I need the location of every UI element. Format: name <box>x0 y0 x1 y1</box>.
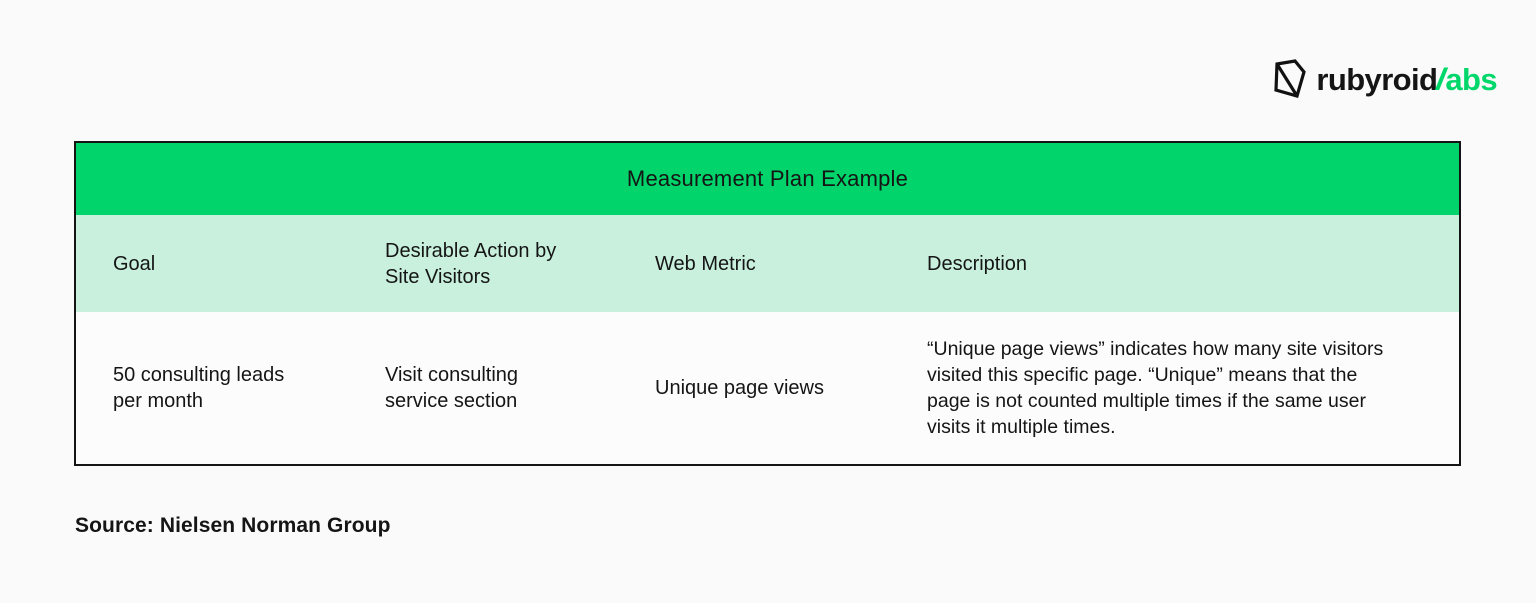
logo-wordmark-green-rest: abs <box>1445 61 1497 97</box>
header-cell-desirable-action: Desirable Action by Site Visitors <box>385 239 557 288</box>
table-header-row: Goal Desirable Action by Site Visitors W… <box>76 215 1459 312</box>
cell-metric: Unique page views <box>655 377 824 399</box>
gem-icon <box>1269 57 1309 101</box>
measurement-plan-table: Measurement Plan Example Goal Desirable … <box>74 141 1461 466</box>
table-row: 50 consulting leads per month Visit cons… <box>76 312 1459 464</box>
header-cell-web-metric: Web Metric <box>655 252 756 275</box>
header-cell-goal: Goal <box>113 252 156 275</box>
table-title: Measurement Plan Example <box>76 143 1459 215</box>
cell-action: Visit consulting service section <box>385 364 519 412</box>
logo-wordmark-black: rubyroid <box>1316 61 1438 97</box>
cell-description: “Unique page views” indicates how many s… <box>927 338 1384 438</box>
cell-goal: 50 consulting leads per month <box>113 364 285 412</box>
rubyroidlabs-logo: rubyroidlabs <box>1269 57 1498 101</box>
source-attribution: Source: Nielsen Norman Group <box>75 514 391 537</box>
header-cell-description: Description <box>927 252 1028 275</box>
logo-wordmark: rubyroidlabs <box>1316 61 1497 97</box>
